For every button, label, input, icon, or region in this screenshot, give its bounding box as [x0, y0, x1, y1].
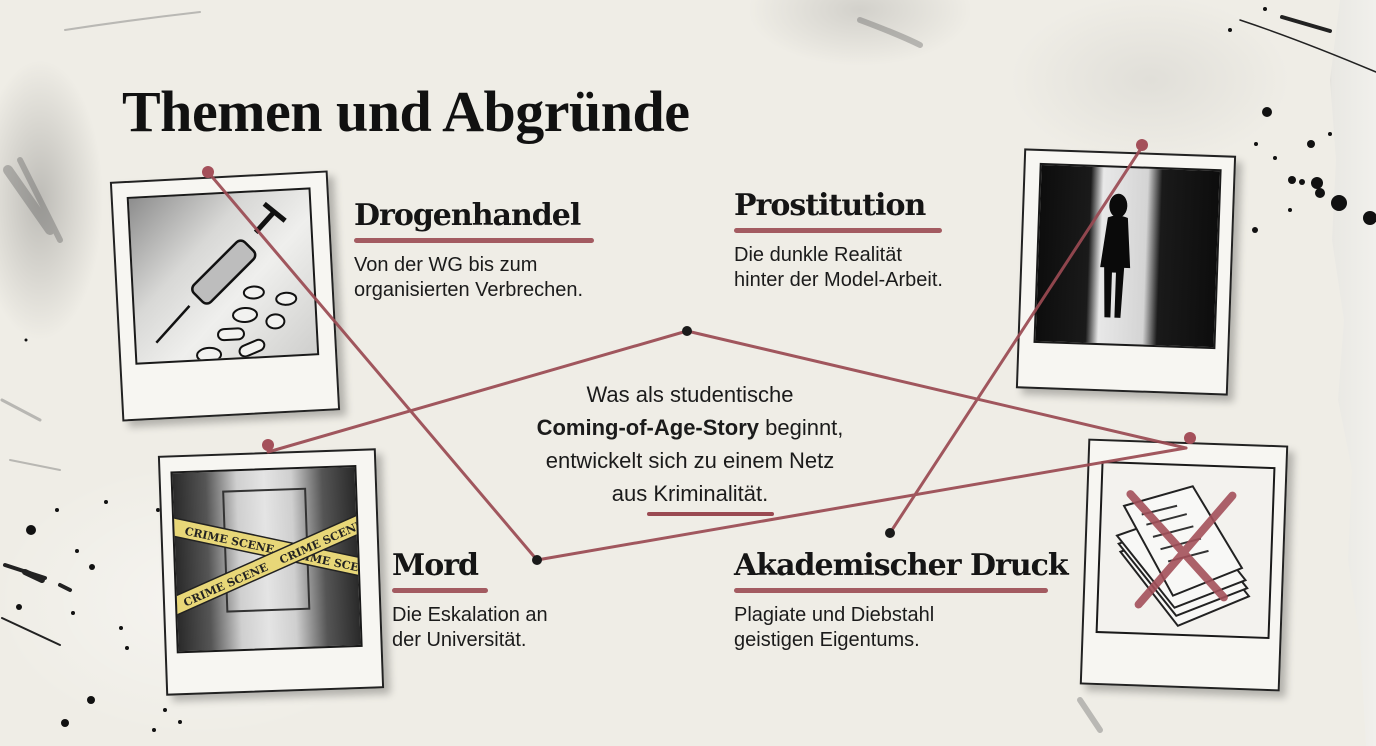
center-summary: Was als studentische Coming-of-Age-Story… — [490, 378, 890, 516]
photo-akademischer-druck — [1079, 438, 1289, 692]
topic-heading: Prostitution — [734, 188, 926, 223]
node-dot-icon — [682, 326, 692, 336]
topic-akademischer-druck: Akademischer Druck Plagiate und Diebstah… — [734, 546, 1069, 653]
node-dot-icon — [532, 555, 542, 565]
woman-silhouette-icon — [1100, 193, 1131, 318]
crime-scene-tape-icon: CRIME SCENE CRIME SCENE CRIME SCENE CRIM… — [170, 487, 363, 620]
heading-underline — [734, 588, 1048, 593]
silhouette-doorway-image — [1033, 162, 1222, 350]
kriminalitaet-underlined: Kriminalität — [647, 477, 774, 516]
topic-heading: Akademischer Druck — [734, 548, 1069, 583]
heading-underline — [734, 228, 942, 233]
syringe-icon — [155, 201, 298, 363]
photo-drogenhandel — [109, 170, 341, 422]
crossed-papers-image — [1095, 461, 1276, 640]
pushpin-icon — [1136, 139, 1148, 151]
pushpin-icon — [262, 439, 274, 451]
heading-underline — [354, 238, 594, 243]
pushpin-icon — [1184, 432, 1196, 444]
topic-heading: Mord — [392, 548, 479, 583]
topic-heading: Drogenhandel — [354, 198, 581, 233]
crime-scene-image: CRIME SCENE CRIME SCENE CRIME SCENE CRIM… — [170, 464, 363, 654]
page-title: Themen und Abgründe — [122, 79, 690, 144]
pin-nodes — [202, 139, 1196, 565]
syringe-pills-image — [126, 187, 320, 365]
heading-underline — [392, 588, 488, 593]
photo-prostitution — [1015, 148, 1237, 396]
node-dot-icon — [885, 528, 895, 538]
pushpin-icon — [202, 166, 214, 178]
photo-mord: CRIME SCENE CRIME SCENE CRIME SCENE CRIM… — [157, 448, 385, 696]
crossed-out-papers-icon — [1115, 485, 1251, 628]
coming-of-age-emphasis: Coming-of-Age-Story — [536, 415, 759, 440]
